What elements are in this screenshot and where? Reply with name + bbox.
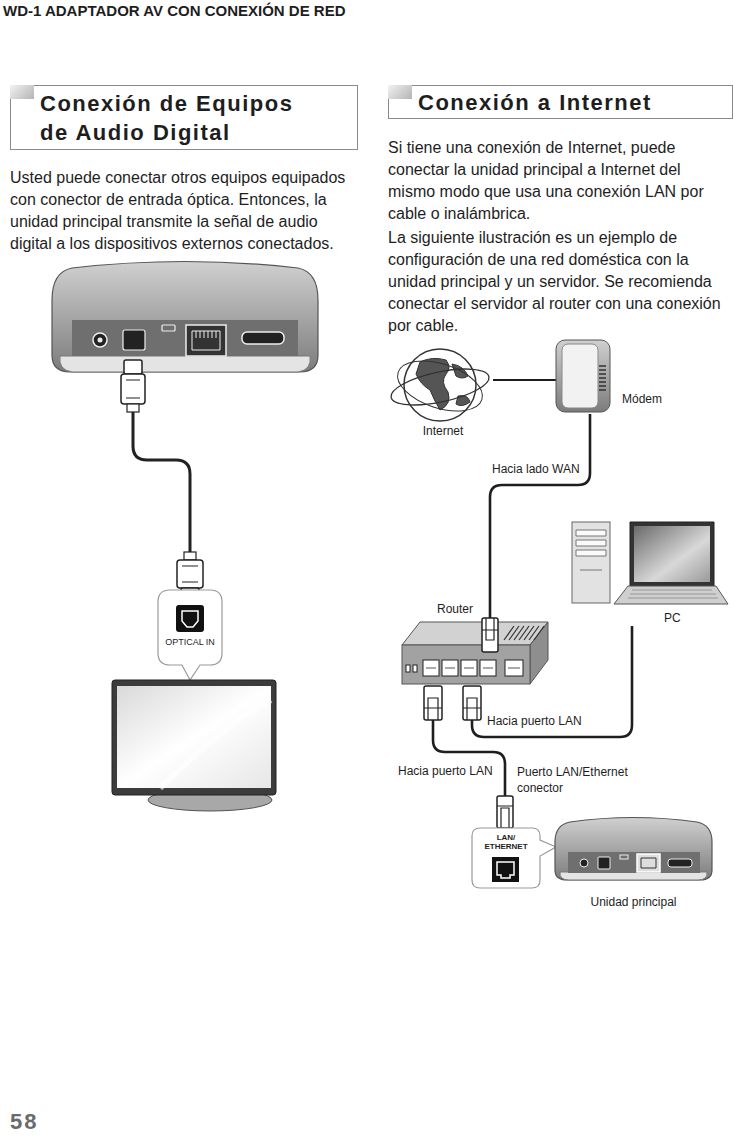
heading-tab bbox=[388, 85, 412, 99]
part-label: Puerto LAN/Ethernet conector bbox=[517, 764, 645, 796]
pc bbox=[572, 522, 728, 604]
internet-node: Internet bbox=[393, 342, 493, 440]
node-text: Internet bbox=[393, 424, 493, 438]
node-text: Conexión de Equipos de Audio Digital bbox=[40, 89, 315, 147]
router bbox=[402, 622, 548, 684]
heading-tab bbox=[10, 85, 34, 99]
rj45-plug bbox=[497, 796, 513, 828]
connection-line bbox=[493, 379, 556, 381]
pc-node: PC bbox=[570, 520, 730, 626]
body-paragraph: La siguiente ilustración es un ejemplo d… bbox=[388, 227, 731, 337]
rj45-plug bbox=[482, 618, 498, 652]
lan-ethernet-callout: LAN/ ETHERNET bbox=[472, 828, 540, 888]
optical-callout bbox=[158, 590, 222, 680]
node-text: Conexión a Internet bbox=[418, 88, 724, 117]
page-number: 58 bbox=[10, 1110, 38, 1134]
body-paragraph: Usted puede conectar otros equipos equip… bbox=[10, 167, 362, 255]
cable-label: Hacia puerto LAN bbox=[485, 714, 584, 729]
modem-node: Módem bbox=[556, 340, 668, 414]
section-heading: Conexión de Equipos de Audio Digital bbox=[10, 85, 358, 150]
router-node: Router bbox=[402, 622, 548, 686]
page-header: WD-1 ADAPTADOR AV CON CONEXIÓN DE RED bbox=[3, 2, 346, 20]
rj45-plug bbox=[424, 686, 442, 720]
cable-label: Hacia puerto LAN bbox=[396, 764, 495, 779]
node-text: Unidad principal bbox=[553, 895, 714, 909]
optical-in-callout: OPTICAL IN bbox=[158, 590, 222, 665]
main-unit-left bbox=[52, 262, 318, 373]
tv bbox=[112, 680, 276, 811]
node-text: Router bbox=[437, 602, 473, 616]
body-paragraph: Si tiene una conexión de Internet, puede… bbox=[388, 137, 731, 225]
section-heading: Conexión a Internet bbox=[388, 85, 733, 119]
node-text: OPTICAL IN bbox=[158, 637, 222, 648]
node-text: Módem bbox=[622, 392, 662, 406]
node-text: LAN/ ETHERNET bbox=[478, 833, 534, 851]
optical-cable bbox=[121, 360, 203, 600]
main-unit-node: Unidad principal bbox=[553, 815, 714, 912]
lan-callout bbox=[472, 828, 556, 888]
node-text: PC bbox=[664, 611, 681, 625]
rj45-plug bbox=[463, 686, 481, 720]
main-unit-right bbox=[555, 818, 712, 881]
globe bbox=[388, 349, 492, 421]
modem bbox=[556, 340, 610, 412]
cable-label: Hacia lado WAN bbox=[490, 462, 582, 477]
network-cable bbox=[433, 686, 505, 828]
